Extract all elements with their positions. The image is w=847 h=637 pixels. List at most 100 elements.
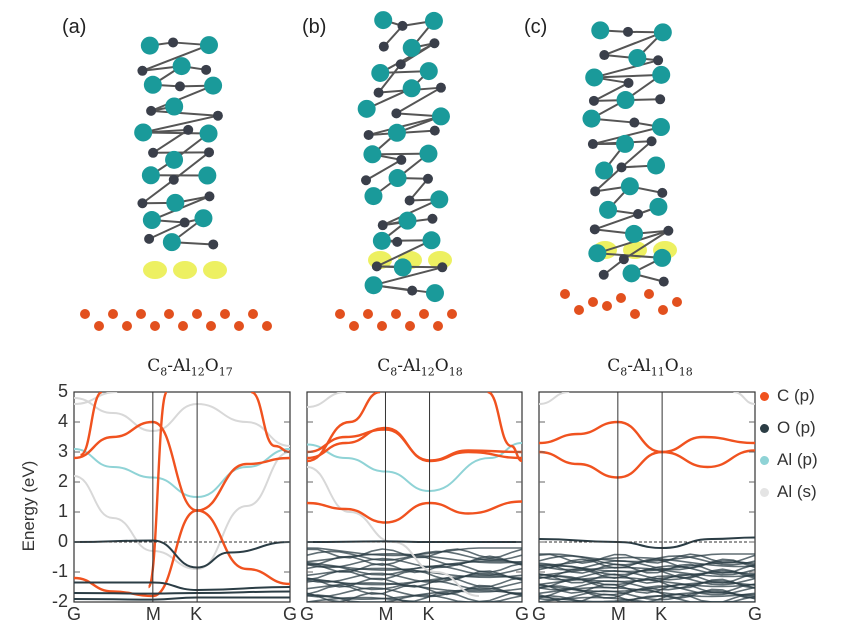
carbon-atom	[630, 309, 640, 319]
aluminum-atom	[198, 166, 217, 185]
aluminum-atom	[199, 124, 218, 143]
band-line-o-p	[307, 560, 522, 571]
aluminum-atom	[194, 209, 213, 228]
oxygen-atom	[201, 64, 212, 75]
legend-label: Al (p)	[777, 450, 818, 469]
carbon-atom	[150, 321, 160, 331]
legend-item-al-p: Al (p)	[760, 450, 818, 470]
aluminum-atom	[616, 91, 635, 110]
oxygen-atom	[397, 20, 408, 31]
band-line-o-p	[307, 557, 522, 569]
bond	[593, 59, 659, 79]
aluminum-atom	[653, 248, 672, 267]
aluminum-atom	[585, 68, 604, 87]
aluminum-atom	[647, 156, 666, 175]
bond	[377, 63, 402, 94]
band-line-c-p	[147, 392, 169, 589]
bond	[148, 221, 186, 240]
aluminum-atom	[204, 76, 223, 95]
band-line-c-p	[74, 456, 290, 598]
aluminum-atom	[199, 36, 218, 55]
bond	[594, 73, 662, 79]
y-axis-label: Energy (eV)	[19, 460, 38, 552]
band-line-al-s	[74, 392, 118, 405]
carbon-atom	[136, 309, 146, 319]
y-tick-label: 4	[57, 411, 68, 431]
oxygen-atom	[179, 217, 190, 228]
oxygen-atom	[204, 191, 215, 202]
oxygen-atom	[427, 213, 438, 224]
bond	[623, 229, 669, 261]
y-tick-label: 3	[57, 441, 68, 461]
band-line-o-p	[307, 547, 522, 557]
k-point-label: G	[748, 604, 763, 624]
carbon-atom	[248, 309, 258, 319]
bond	[594, 166, 623, 193]
aluminum-atom	[628, 48, 647, 67]
oxygen-atom	[633, 209, 644, 220]
band-line-o-p	[539, 558, 755, 570]
carbon-atom	[335, 309, 345, 319]
oxygen-atom	[587, 139, 598, 150]
carbon-atom	[602, 301, 612, 311]
y-tick-label: -1	[51, 561, 68, 581]
carbon-atom	[164, 309, 174, 319]
band-line-o-p	[307, 572, 522, 583]
k-point-label: K	[655, 604, 668, 624]
legend-label: C (p)	[777, 386, 815, 405]
band-line-o-p	[307, 562, 522, 574]
oxygen-atom	[168, 37, 179, 48]
band-line-c-p	[79, 392, 103, 457]
oxygen-atom	[183, 124, 194, 135]
oxygen-atom	[404, 195, 415, 206]
aluminum-atom	[134, 123, 153, 142]
band-line-o-p	[539, 573, 755, 584]
oxygen-atom	[373, 87, 384, 98]
carbon-atom	[108, 309, 118, 319]
charge-density-blob	[143, 261, 167, 279]
bond	[151, 109, 218, 117]
band-line-o-p	[539, 596, 755, 602]
oxygen-atom	[429, 125, 440, 136]
band-line-o-p	[539, 580, 755, 591]
oxygen-atom	[616, 162, 627, 173]
oxygen-atom	[618, 254, 629, 265]
carbon-atom	[391, 309, 401, 319]
k-point-label: M	[610, 604, 626, 624]
carbon-atom	[616, 293, 626, 303]
carbon-atom	[80, 309, 90, 319]
aluminum-atom	[371, 63, 390, 82]
band-line-c-p	[307, 500, 522, 524]
oxygen-atom	[148, 147, 159, 158]
carbon-atom	[644, 289, 654, 299]
bond	[373, 284, 436, 295]
aluminum-atom	[625, 224, 644, 243]
legend-label: O (p)	[777, 418, 816, 437]
panel-label-b: (b)	[302, 16, 327, 38]
oxygen-atom	[137, 65, 148, 76]
aluminum-atom	[374, 11, 393, 30]
k-point-label: G	[300, 604, 315, 624]
band-line-o-p	[307, 574, 522, 586]
aluminum-atom	[388, 169, 407, 188]
aluminum-atom	[166, 193, 185, 212]
bond	[603, 31, 664, 56]
band-line-o-p	[539, 566, 755, 578]
aluminum-atom	[652, 65, 671, 84]
k-point-label: G	[532, 604, 547, 624]
aluminum-atom	[387, 123, 406, 142]
formula-a: C8-Al12O17	[147, 356, 233, 379]
panel-label-a: (a)	[62, 16, 87, 38]
aluminum-atom	[141, 166, 160, 185]
oxygen-atom	[658, 276, 669, 287]
panel-label-c: (c)	[524, 16, 548, 38]
aluminum-atom	[653, 23, 672, 42]
carbon-atom	[560, 289, 570, 299]
aluminum-atom	[424, 11, 443, 30]
band-line-c-p	[307, 428, 522, 462]
band-line-c-p	[539, 420, 755, 454]
y-tick-label: 0	[57, 531, 68, 551]
oxygen-atom	[599, 50, 610, 61]
legend-label: Al (s)	[777, 482, 817, 501]
oxygen-atom	[146, 105, 157, 116]
